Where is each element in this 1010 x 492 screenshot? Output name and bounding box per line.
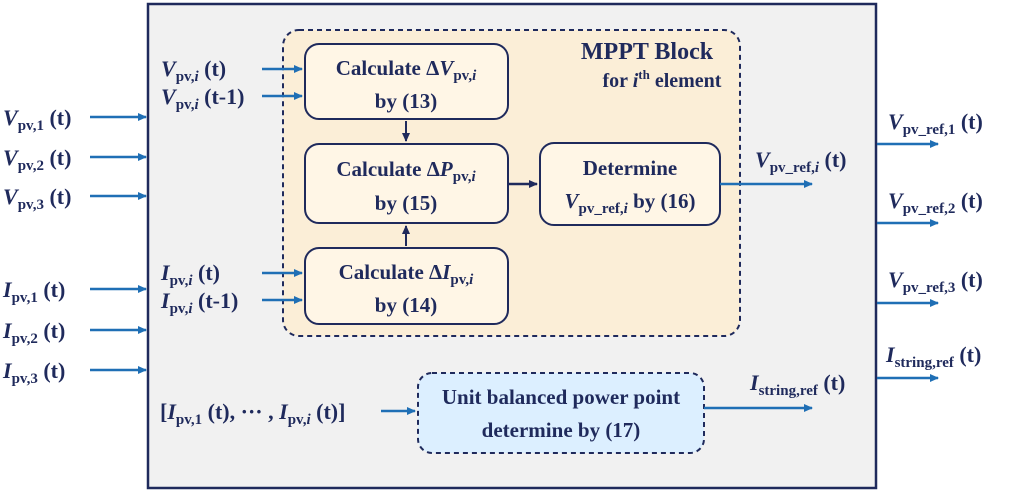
- determine-box: Determine Vpv_ref,i by (16): [539, 142, 721, 226]
- vector-input-label: [Ipv,1 (t), ··· , Ipv,i (t)]: [160, 399, 345, 428]
- calculate-delta-v-line1: Calculate ΔVpv,i: [336, 56, 477, 84]
- output-istring-label: Istring,ref (t): [885, 342, 981, 371]
- inner-ipv-i-t-label: Ipv,i (t): [160, 260, 220, 289]
- inner-vpv-i-t1-label: Vpv,i (t-1): [161, 84, 244, 113]
- unit-balanced-box: Unit balanced power point determine by (…: [417, 372, 705, 454]
- calculate-delta-v-box: Calculate ΔVpv,i by (13): [304, 43, 509, 120]
- calculate-delta-v-line2: by (13): [375, 89, 437, 113]
- inner-vref-i-label: Vpv_ref,i (t): [755, 147, 846, 176]
- calculate-delta-p-line1: Calculate ΔPpv,i: [336, 157, 476, 185]
- input-vpv3-label: Vpv,3 (t): [3, 184, 71, 213]
- inner-ipv-i-t1-label: Ipv,i (t-1): [160, 288, 238, 317]
- determine-line1: Determine: [583, 156, 677, 180]
- calculate-delta-i-line1: Calculate ΔIpv,i: [339, 260, 475, 288]
- mppt-block-subtitle: for ith element: [603, 67, 722, 92]
- input-ipv1-label: Ipv,1 (t): [2, 277, 65, 306]
- output-vref2-label: Vpv_ref,2 (t): [888, 188, 983, 217]
- output-vref1-label: Vpv_ref,1 (t): [888, 109, 983, 138]
- mppt-block-title: MPPT Block: [581, 39, 714, 65]
- input-ipv3-label: Ipv,3 (t): [2, 358, 65, 387]
- inner-vpv-i-t-label: Vpv,i (t): [161, 56, 226, 85]
- calculate-delta-p-box: Calculate ΔPpv,i by (15): [304, 143, 509, 224]
- unit-balanced-line1: Unit balanced power point: [442, 385, 680, 409]
- output-vref3-label: Vpv_ref,3 (t): [888, 267, 983, 296]
- input-vpv2-label: Vpv,2 (t): [3, 145, 71, 174]
- inner-istring-label: Istring,ref (t): [749, 370, 845, 399]
- calculate-delta-i-line2: by (14): [375, 293, 437, 317]
- input-vpv1-label: Vpv,1 (t): [3, 105, 71, 134]
- determine-line2: Vpv_ref,i by (16): [565, 189, 696, 217]
- input-ipv2-label: Ipv,2 (t): [2, 318, 65, 347]
- calculate-delta-p-line2: by (15): [375, 191, 437, 215]
- calculate-delta-i-box: Calculate ΔIpv,i by (14): [304, 247, 509, 325]
- unit-balanced-line2: determine by (17): [482, 418, 641, 442]
